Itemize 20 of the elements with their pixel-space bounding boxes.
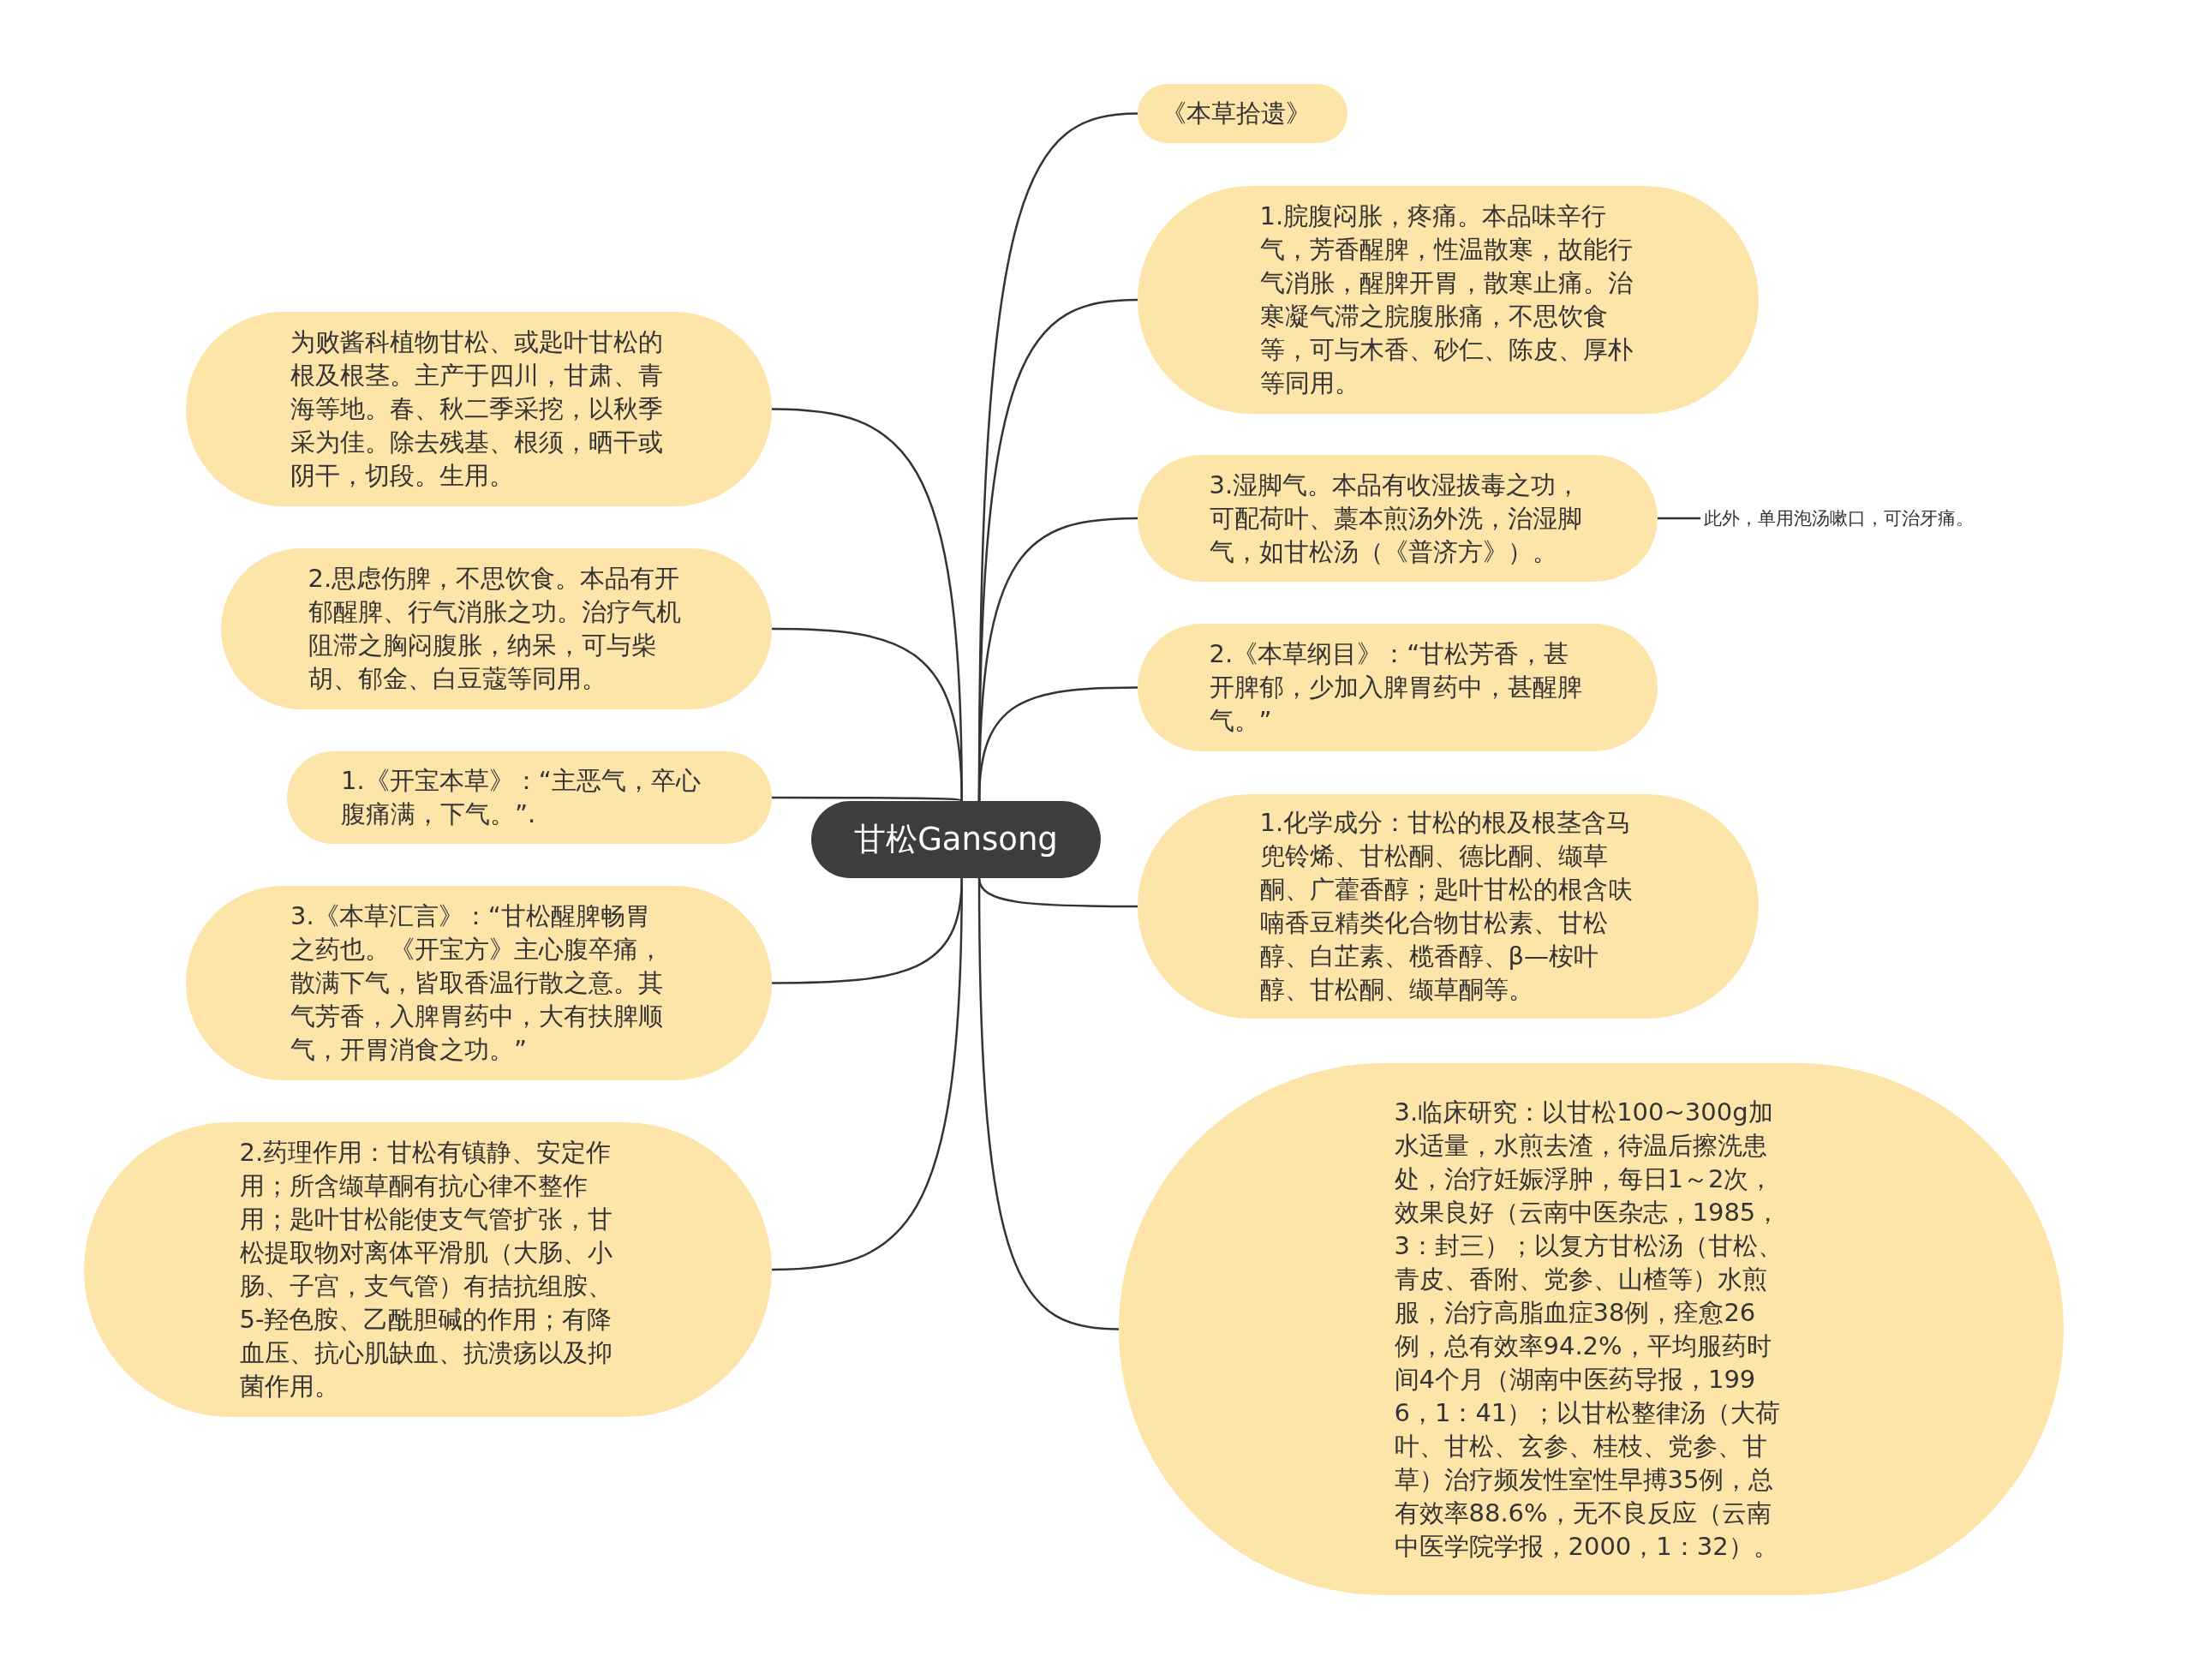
topic-text: 甘松Gansong xyxy=(854,821,1058,858)
connector-line xyxy=(772,796,963,803)
connector-line xyxy=(977,878,1120,1330)
topic-text: 1.脘腹闷胀，疼痛。本品味辛行气，芳香醒脾，性温散寒，故能行气消胀，醒脾开胃，散寒止痛。治寒凝气滞之脘腹胀痛，不思饮食等，可与木香、砂仁、陈皮、厚朴等同用。 xyxy=(1259,200,1634,399)
topic-text: 2.药理作用：甘松有镇静、安定作用；所含缬草酮有抗心律不整作用；匙叶甘松能使支气管扩张，甘松提取物对离体平滑肌（大肠、小肠、子宫，支气管）有拮抗组胺、5-羟色胺、乙酰胆碱的作用；有降血压、抗心肌缺血、抗溃疡以及抑菌作用。 xyxy=(239,1137,613,1402)
topic-text: 3.临床研究：以甘松100~300g加水适量，水煎去渣，待温后擦洗患处，治疗妊娠浮肿，每日1～2次，效果良好（云南中医杂志，1985，3：封三）；以复方甘松汤（甘松、青皮、香附、党参、山楂等）水煎服，治疗高脂血症38例，痊愈26例，总有效率94.2%，平均服药时间4个月（湖南中医药导报，1996，1：41）；以甘松整律汤（大荷叶、甘松、玄参、桂枝、党参、甘草）治疗频发性室性早搏35例，总有效率88.6%，无不良反应（云南中医学院学报，2000，1：32）。 xyxy=(1394,1096,1784,1563)
connector-line xyxy=(1658,517,1700,520)
topic-text: 2.思虑伤脾，不思饮食。本品有开郁醒脾、行气消胀之功。治疗气机阻滞之胸闷腹胀，纳呆，可与柴胡、郁金、白豆蔻等同用。 xyxy=(308,563,682,695)
topic-text: 3.《本草汇言》：“甘松醒脾畅胃之药也。《开宝方》主心腹卒痛，散满下气，皆取香温行散之意。其气芳香，入脾胃药中，大有扶脾顺气，开胃消食之功。” xyxy=(290,900,664,1066)
topic-text: 1.《开宝本草》：“主恶气，卒心腹痛满，下气。”. xyxy=(341,765,702,830)
topic-text: 2.《本草纲目》：“甘松芳香，甚开脾郁，少加入脾胃药中，甚醒脾气。” xyxy=(1209,638,1583,737)
topic-text: 《本草拾遗》 xyxy=(1161,98,1312,129)
topic-text: 1.化学成分：甘松的根及根茎含马兜铃烯、甘松酮、德比酮、缬草酮、广藿香醇；匙叶甘松的根含呋喃香豆精类化合物甘松素、甘松醇、白芷素、榄香醇、β—桉叶醇、甘松酮、缬草酮等。 xyxy=(1259,807,1634,1006)
connector-line xyxy=(977,686,1138,802)
topic-text: 3.湿脚气。本品有收湿拔毒之功，可配荷叶、藁本煎汤外洗，治湿脚气，如甘松汤（《普济方》）。 xyxy=(1209,469,1583,568)
connector-line xyxy=(977,877,1138,908)
connector-line xyxy=(771,878,963,1271)
topic-text: 为败酱科植物甘松、或匙叶甘松的根及根茎。主产于四川，甘肃、青海等地。春、秋二季采挖，以秋季采为佳。除去残基、根须，晒干或阴干，切段。生用。 xyxy=(290,326,664,492)
note-text: 此外，单用泡汤嗽口，可治牙痛。 xyxy=(1704,507,1975,530)
connector-line xyxy=(772,627,963,802)
